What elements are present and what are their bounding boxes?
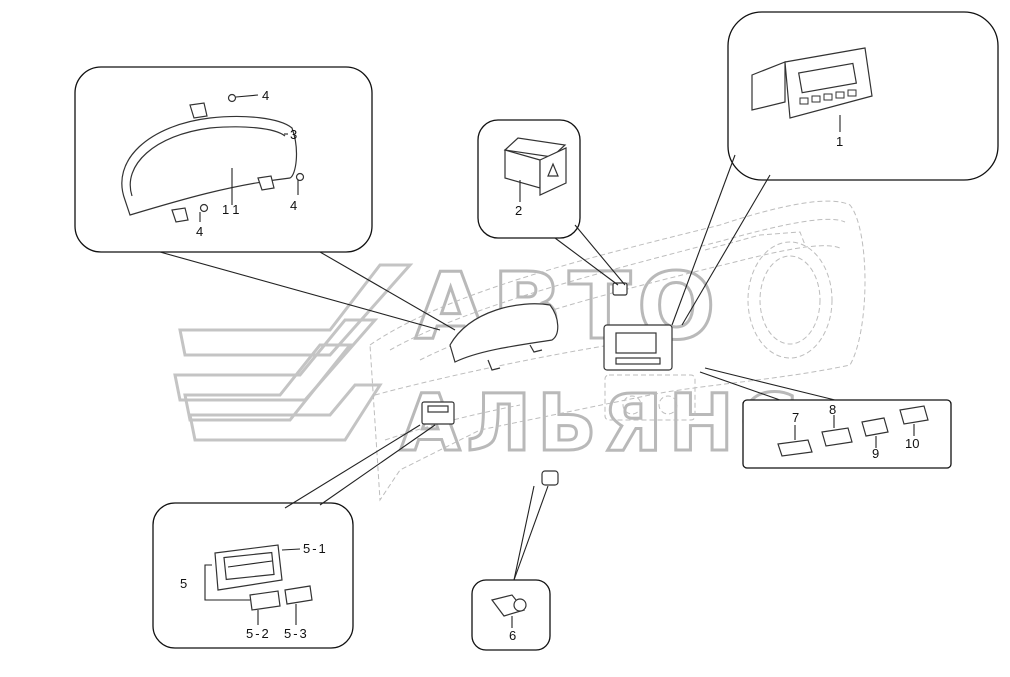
label-4-bottom: 4	[196, 224, 203, 239]
watermark-line2: АЛЬЯНС	[400, 379, 803, 469]
label-2: 2	[515, 203, 522, 218]
callout-vent-assembly: 5 5-1 5-2 5-3	[152, 424, 436, 649]
audio-unit-buttons	[799, 89, 857, 105]
label-6: 6	[509, 628, 516, 643]
label-11: 11	[222, 202, 244, 217]
dashboard-outline	[369, 200, 866, 502]
label-5-2: 5-2	[246, 626, 271, 641]
callout-part-6: 6	[471, 485, 551, 651]
label-5-1: 5-1	[303, 541, 328, 556]
label-4-right: 4	[290, 198, 297, 213]
label-5-3: 5-3	[284, 626, 309, 641]
label-3: 3	[290, 127, 297, 142]
label-9: 9	[872, 446, 879, 461]
callout-hazard-switch: 2	[477, 119, 626, 286]
label-4-top: 4	[262, 88, 269, 103]
label-8: 8	[829, 402, 836, 417]
callout-switches: 7 8 9 10	[699, 367, 952, 469]
label-7: 7	[792, 410, 799, 425]
label-5: 5	[180, 576, 187, 591]
label-1: 1	[836, 134, 843, 149]
callout-audio-unit: 1	[671, 11, 999, 326]
callout-instrument-cluster: 4 3 4 4 11	[74, 66, 456, 331]
watermark-logo-emblem	[173, 263, 414, 442]
label-10: 10	[905, 436, 919, 451]
